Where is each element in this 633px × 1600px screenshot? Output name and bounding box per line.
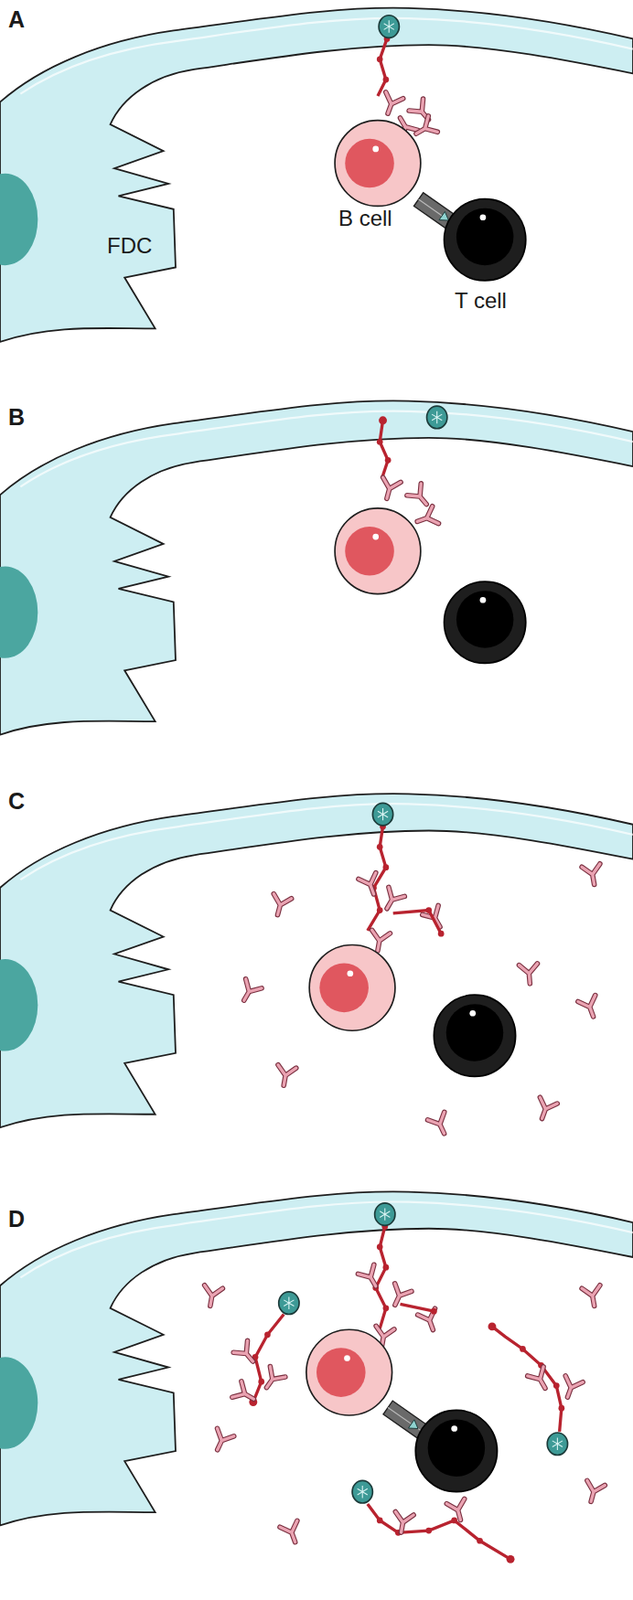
panel-letter: D bbox=[8, 1207, 25, 1234]
cell-label: B cell bbox=[338, 206, 393, 231]
cell-node: FDC bbox=[107, 234, 152, 258]
cell-node: B cell bbox=[338, 206, 393, 231]
cell-node: T cell bbox=[454, 289, 507, 313]
cell-label: FDC bbox=[107, 234, 152, 258]
cell-label: T cell bbox=[454, 289, 507, 313]
panel-letter: C bbox=[8, 789, 25, 816]
panel-letter: A bbox=[8, 7, 25, 33]
panel-letter: B bbox=[8, 405, 25, 431]
